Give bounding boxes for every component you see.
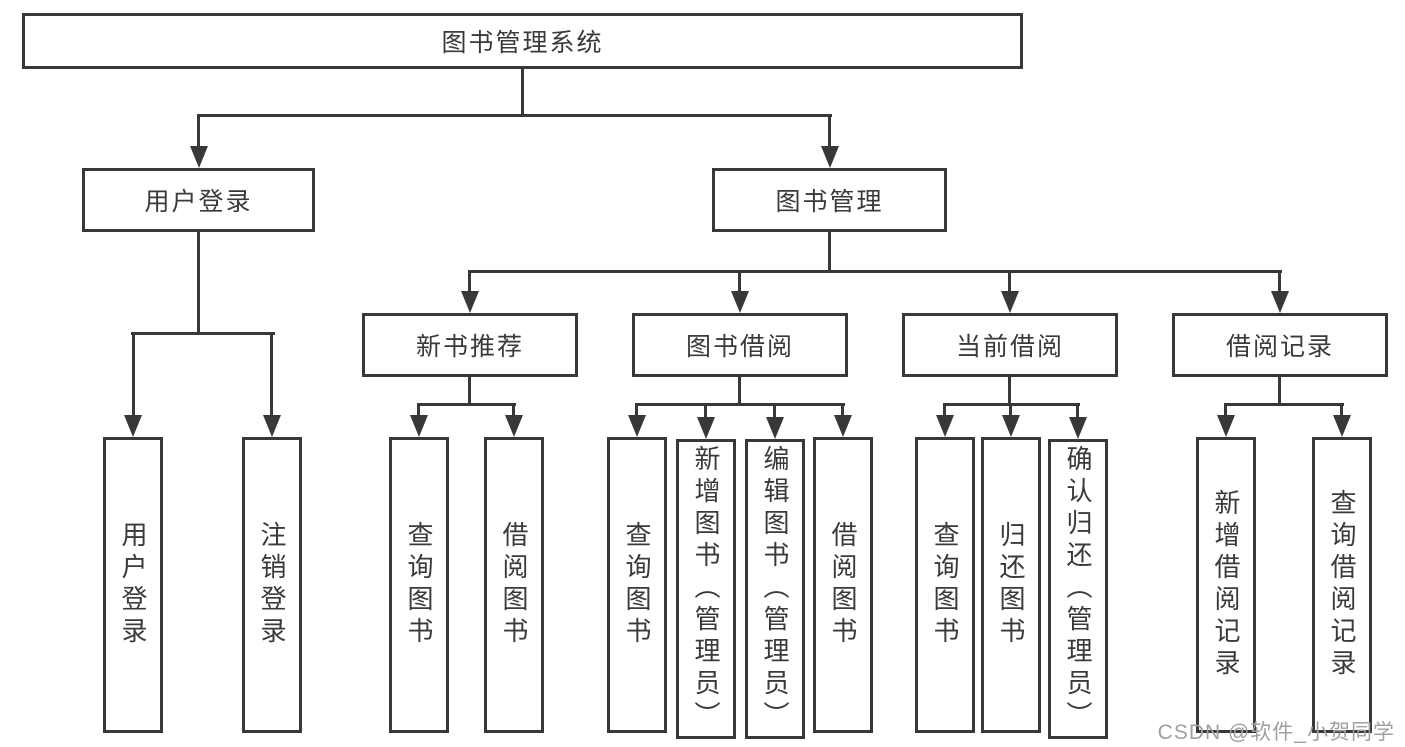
arrow-down-return-books bbox=[1002, 415, 1020, 437]
connector-drop-query-borrow-record bbox=[1340, 403, 1343, 417]
node-root-label: 图书管理系统 bbox=[441, 29, 604, 57]
connector-current-stem bbox=[1008, 377, 1011, 406]
leaf-confirm-return-admin-label: 确认归还（管理员） bbox=[1063, 445, 1093, 733]
connector-root-stem bbox=[521, 69, 524, 117]
leaf-logout-label: 注销登录 bbox=[257, 521, 287, 649]
arrow-down-query-books-current bbox=[936, 415, 954, 437]
leaf-query-books-recommend: 查询图书 bbox=[389, 437, 449, 733]
connector-drop-leaf-logout bbox=[270, 332, 273, 418]
leaf-query-books-borrow: 查询图书 bbox=[607, 437, 667, 733]
connector-drop-current-borrowing bbox=[1008, 270, 1011, 295]
connector-drop-borrow-books-recommend bbox=[512, 403, 515, 417]
arrow-down-edit-books-admin bbox=[766, 417, 784, 439]
leaf-add-borrow-record-label: 新增借阅记录 bbox=[1211, 489, 1241, 681]
connector-bookmgmt-stem bbox=[828, 232, 831, 273]
arrow-down-leaf-logout bbox=[263, 415, 281, 437]
arrow-down-query-books-borrow bbox=[628, 415, 646, 437]
node-current-borrowing: 当前借阅 bbox=[902, 313, 1118, 377]
node-borrowing-records-label: 借阅记录 bbox=[1225, 333, 1334, 361]
leaf-edit-books-admin: 编辑图书（管理员） bbox=[745, 439, 805, 739]
arrow-down-leaf-user-login bbox=[124, 415, 142, 437]
connector-drop-query-books-current bbox=[943, 403, 946, 417]
node-user-login: 用户登录 bbox=[82, 168, 315, 232]
connector-records-stem bbox=[1278, 377, 1281, 406]
connector-drop-borrow-books-borrow bbox=[841, 403, 844, 417]
connector-recommend-stem bbox=[468, 377, 471, 406]
leaf-query-books-current: 查询图书 bbox=[915, 437, 975, 733]
arrow-down-query-borrow-record bbox=[1333, 415, 1351, 437]
node-borrowing-records: 借阅记录 bbox=[1172, 313, 1388, 377]
arrow-down-book-borrowing bbox=[731, 291, 749, 313]
connector-drop-book-borrowing bbox=[738, 270, 741, 295]
connector-drop-return-books bbox=[1009, 403, 1012, 417]
connector-drop-add-books-admin bbox=[704, 403, 707, 419]
connector-bookmgmt-rail bbox=[468, 270, 1282, 273]
connector-drop-book-management bbox=[828, 114, 831, 150]
connector-userlogin-stem bbox=[197, 232, 200, 335]
node-user-login-label: 用户登录 bbox=[144, 188, 253, 216]
leaf-borrow-books-borrow: 借阅图书 bbox=[813, 437, 873, 733]
arrow-down-confirm-return-admin bbox=[1069, 417, 1087, 439]
arrow-down-query-books-recommend bbox=[410, 415, 428, 437]
leaf-query-books-current-label: 查询图书 bbox=[930, 521, 960, 649]
connector-drop-leaf-user-login bbox=[132, 332, 135, 418]
connector-drop-user-login bbox=[197, 114, 200, 150]
node-book-management: 图书管理 bbox=[712, 168, 947, 232]
arrow-down-add-borrow-record bbox=[1217, 415, 1235, 437]
node-new-book-recommend: 新书推荐 bbox=[362, 313, 578, 377]
connector-userlogin-rail bbox=[131, 332, 275, 335]
connector-recommend-rail bbox=[417, 403, 516, 406]
connector-drop-edit-books-admin bbox=[773, 403, 776, 419]
arrow-down-new-book-recommend bbox=[461, 291, 479, 313]
leaf-return-books-label: 归还图书 bbox=[996, 521, 1026, 649]
leaf-return-books: 归还图书 bbox=[981, 437, 1041, 733]
node-book-borrowing-label: 图书借阅 bbox=[685, 333, 794, 361]
connector-root-rail bbox=[197, 114, 832, 117]
connector-drop-confirm-return-admin bbox=[1076, 403, 1079, 419]
node-current-borrowing-label: 当前借阅 bbox=[955, 333, 1064, 361]
arrow-down-user-login bbox=[190, 146, 208, 168]
leaf-user-login-label: 用户登录 bbox=[118, 521, 148, 649]
leaf-borrow-books-borrow-label: 借阅图书 bbox=[828, 521, 858, 649]
leaf-borrow-books-recommend-label: 借阅图书 bbox=[499, 521, 529, 649]
leaf-confirm-return-admin: 确认归还（管理员） bbox=[1048, 439, 1108, 739]
connector-drop-add-borrow-record bbox=[1224, 403, 1227, 417]
leaf-add-borrow-record: 新增借阅记录 bbox=[1196, 437, 1256, 733]
leaf-query-books-borrow-label: 查询图书 bbox=[622, 521, 652, 649]
leaf-logout: 注销登录 bbox=[242, 437, 302, 733]
arrow-down-borrowing-records bbox=[1271, 291, 1289, 313]
connector-borrowing-stem bbox=[738, 377, 741, 406]
connector-records-rail bbox=[1224, 403, 1344, 406]
leaf-query-borrow-record-label: 查询借阅记录 bbox=[1327, 489, 1357, 681]
arrow-down-add-books-admin bbox=[697, 417, 715, 439]
arrow-down-book-management bbox=[821, 146, 839, 168]
connector-drop-borrowing-records bbox=[1278, 270, 1281, 295]
watermark: CSDN @软件_小贺同学 bbox=[1157, 721, 1395, 744]
leaf-query-borrow-record: 查询借阅记录 bbox=[1312, 437, 1372, 733]
connector-drop-query-books-borrow bbox=[635, 403, 638, 417]
arrow-down-current-borrowing bbox=[1001, 291, 1019, 313]
node-book-management-label: 图书管理 bbox=[775, 188, 884, 216]
connector-borrowing-rail bbox=[635, 403, 845, 406]
leaf-borrow-books-recommend: 借阅图书 bbox=[484, 437, 544, 733]
leaf-edit-books-admin-label: 编辑图书（管理员） bbox=[760, 445, 790, 733]
leaf-add-books-admin: 新增图书（管理员） bbox=[676, 439, 736, 739]
leaf-query-books-recommend-label: 查询图书 bbox=[404, 521, 434, 649]
node-root: 图书管理系统 bbox=[22, 13, 1023, 69]
node-book-borrowing: 图书借阅 bbox=[632, 313, 848, 377]
arrow-down-borrow-books-borrow bbox=[834, 415, 852, 437]
node-new-book-recommend-label: 新书推荐 bbox=[415, 333, 524, 361]
arrow-down-borrow-books-recommend bbox=[505, 415, 523, 437]
connector-drop-query-books-recommend bbox=[417, 403, 420, 417]
leaf-add-books-admin-label: 新增图书（管理员） bbox=[691, 445, 721, 733]
leaf-user-login: 用户登录 bbox=[103, 437, 163, 733]
connector-drop-new-book-recommend bbox=[468, 270, 471, 295]
